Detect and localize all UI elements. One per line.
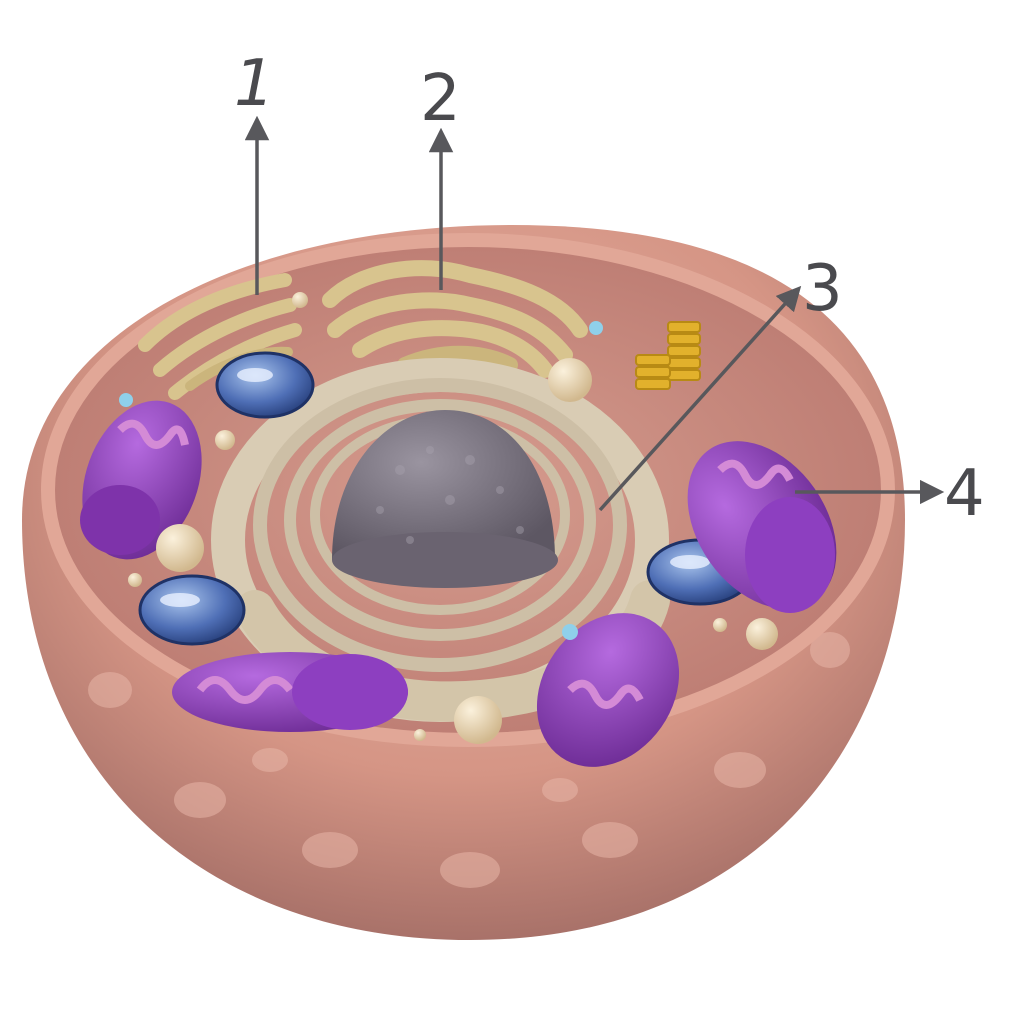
vesicles (128, 292, 778, 744)
small-blue-granules (119, 321, 603, 640)
mitochondrion (687, 441, 837, 613)
mitochondrion-bottom-right (536, 613, 680, 767)
vacuole-top (215, 351, 315, 419)
label-4: 4 (944, 457, 985, 531)
nucleus (332, 410, 558, 588)
label-2: 2 (420, 62, 461, 136)
mitochondrion-left (80, 400, 202, 560)
arrow-3 (598, 285, 802, 512)
centriole (635, 321, 701, 390)
label-3: 3 (802, 252, 843, 326)
label-1: 1 (234, 47, 275, 121)
vacuole-left (138, 574, 246, 646)
mitochondrion-bottom-left (172, 652, 408, 732)
label-arrows (244, 115, 945, 512)
